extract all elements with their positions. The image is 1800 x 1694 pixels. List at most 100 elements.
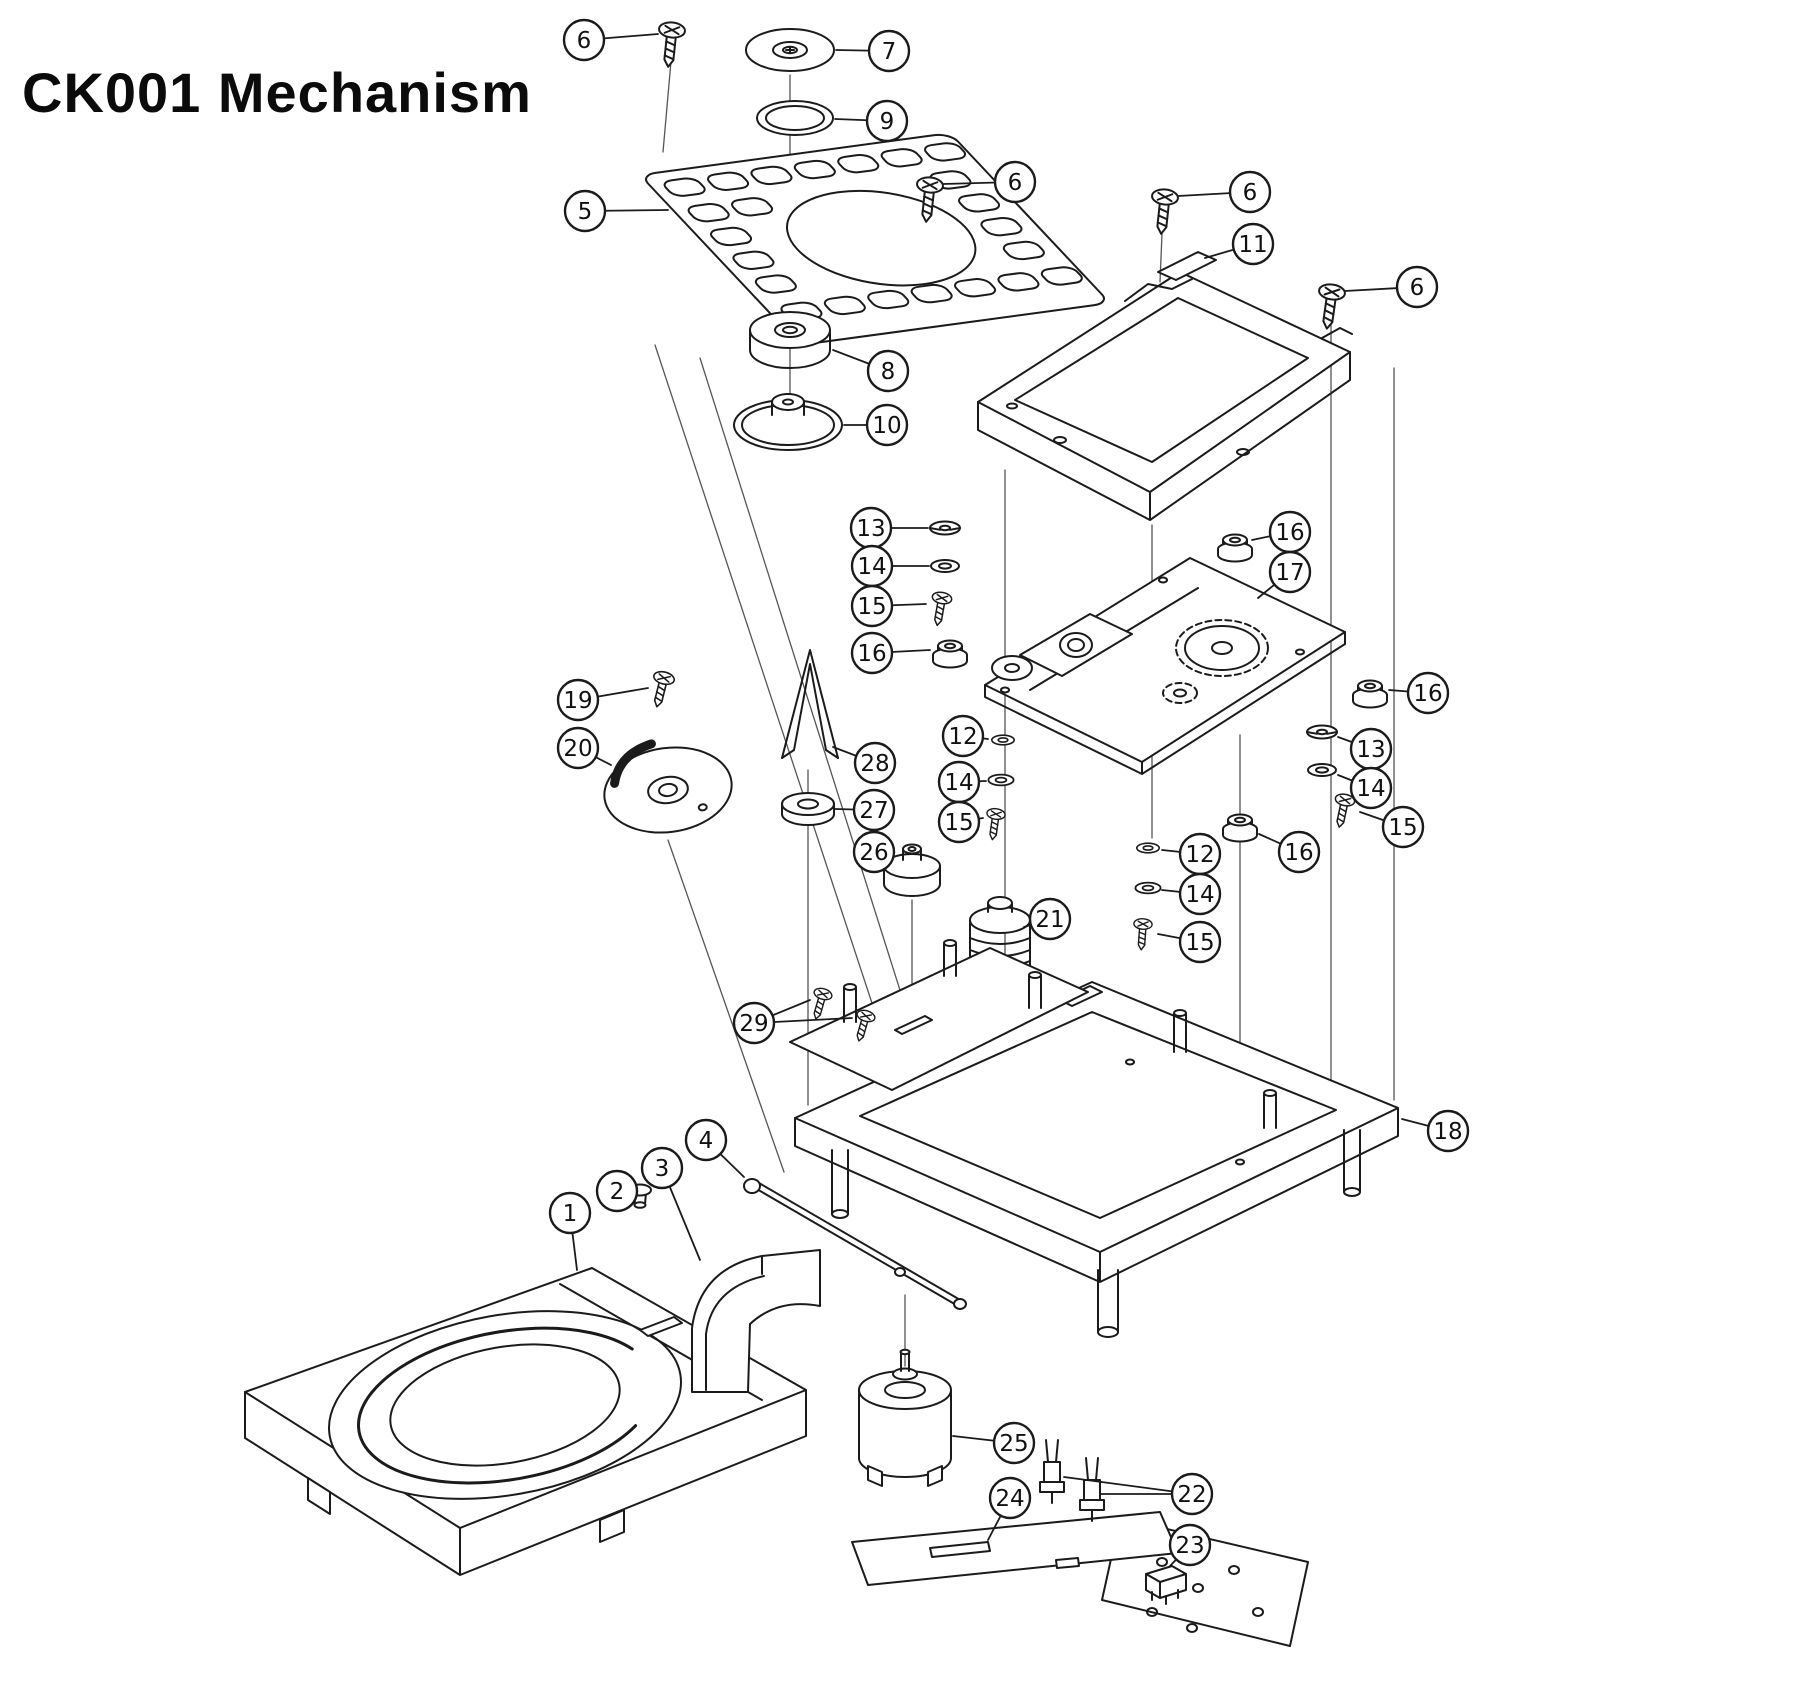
callout-27: 27	[852, 788, 896, 832]
part-5-top-plate	[640, 133, 1110, 345]
callout-number: 15	[1388, 815, 1417, 841]
callout-26: 26	[852, 830, 896, 874]
part-1-disc-tray	[244, 1267, 807, 1576]
callout-number: 12	[1185, 842, 1214, 868]
callout-10: 10	[865, 403, 909, 447]
callout-12: 12	[941, 714, 985, 758]
callout-number: 15	[1185, 930, 1214, 956]
callout-21: 21	[1028, 897, 1072, 941]
callout-6: 6	[562, 18, 606, 62]
part-9-clamper-ring	[756, 100, 834, 136]
callout-number: 16	[1413, 681, 1442, 707]
part-8-clamper-magnet	[749, 311, 831, 369]
part-15-screw	[982, 806, 1007, 842]
part-12-washer	[1136, 842, 1160, 854]
callout-3: 3	[640, 1146, 684, 1190]
callout-4: 4	[684, 1118, 728, 1162]
callout-number: 11	[1238, 232, 1267, 258]
callout-number: 2	[610, 1179, 625, 1205]
callout-number: 13	[856, 516, 885, 542]
callout-6: 6	[993, 160, 1037, 204]
callout-2: 2	[595, 1169, 639, 1213]
callout-1: 1	[548, 1191, 592, 1235]
callout-16: 16	[850, 631, 894, 675]
part-16-damper	[932, 639, 968, 669]
callout-number: 15	[857, 594, 886, 620]
callout-number: 6	[1243, 180, 1258, 206]
callout-20: 20	[556, 726, 600, 770]
part-15-screw	[926, 590, 954, 628]
part-15-screw	[1328, 791, 1357, 830]
part-4-guide-shaft	[743, 1178, 967, 1310]
callout-number: 16	[1284, 840, 1313, 866]
part-22-switches	[1039, 1439, 1105, 1522]
callout-15: 15	[1178, 920, 1222, 964]
callout-8: 8	[866, 349, 910, 393]
callout-number: 6	[1008, 170, 1023, 196]
part-16-damper	[1217, 533, 1253, 563]
part-19-screw	[645, 668, 677, 711]
callout-25: 25	[992, 1421, 1036, 1465]
callout-number: 19	[563, 688, 592, 714]
part-16-damper	[1352, 679, 1388, 709]
callout-number: 8	[881, 359, 896, 385]
callout-number: 9	[880, 109, 895, 135]
callout-5: 5	[563, 189, 607, 233]
callout-number: 14	[857, 554, 886, 580]
part-16-damper	[1222, 813, 1258, 843]
part-28-cone-spring	[781, 649, 839, 759]
callout-number: 15	[944, 810, 973, 836]
part-14-washer	[1134, 881, 1162, 895]
callout-16: 16	[1277, 830, 1321, 874]
callout-number: 1	[563, 1201, 578, 1227]
part-26-pulley	[883, 843, 941, 897]
callout-9: 9	[865, 99, 909, 143]
part-13-washer	[929, 520, 961, 536]
callout-7: 7	[867, 29, 911, 73]
part-25-motor	[858, 1348, 952, 1487]
callout-15: 15	[1381, 805, 1425, 849]
part-11-clamp-frame	[977, 251, 1353, 521]
callout-15: 15	[937, 800, 981, 844]
callout-13: 13	[1349, 727, 1393, 771]
callout-number: 5	[578, 199, 593, 225]
callout-14: 14	[850, 544, 894, 588]
callout-28: 28	[853, 741, 897, 785]
callout-number: 23	[1175, 1533, 1204, 1559]
part-15-screw	[1131, 917, 1154, 952]
callout-number: 29	[739, 1011, 768, 1037]
callout-15: 15	[850, 584, 894, 628]
callout-14: 14	[937, 760, 981, 804]
callout-number: 20	[563, 736, 592, 762]
callout-6: 6	[1395, 265, 1439, 309]
callout-number: 10	[872, 413, 901, 439]
part-6-screw	[1312, 281, 1347, 332]
callout-12: 12	[1178, 832, 1222, 876]
part-14-washer	[930, 559, 960, 573]
callout-13: 13	[849, 506, 893, 550]
callout-number: 27	[859, 798, 888, 824]
callout-18: 18	[1426, 1109, 1470, 1153]
part-23-connector	[1145, 1565, 1187, 1605]
part-27-grommet	[781, 792, 835, 826]
callout-17: 17	[1268, 550, 1312, 594]
part-12-washer	[990, 734, 1016, 746]
part-7-clamper-cap	[745, 28, 835, 72]
callout-19: 19	[556, 678, 600, 722]
callout-number: 14	[944, 770, 973, 796]
callout-22: 22	[1170, 1472, 1214, 1516]
sub-chassis-detail	[789, 939, 1089, 1091]
callout-number: 13	[1356, 737, 1385, 763]
callout-number: 16	[1275, 520, 1304, 546]
page-title: CK001 Mechanism	[22, 61, 532, 124]
callout-6: 6	[1228, 170, 1272, 214]
part-6-screw	[654, 20, 687, 70]
callout-number: 3	[655, 1156, 670, 1182]
part-10-turntable	[733, 393, 843, 451]
part-20-cam-disc	[603, 739, 733, 834]
callout-23: 23	[1168, 1523, 1212, 1567]
callout-24: 24	[988, 1476, 1032, 1520]
callout-number: 6	[1410, 275, 1425, 301]
